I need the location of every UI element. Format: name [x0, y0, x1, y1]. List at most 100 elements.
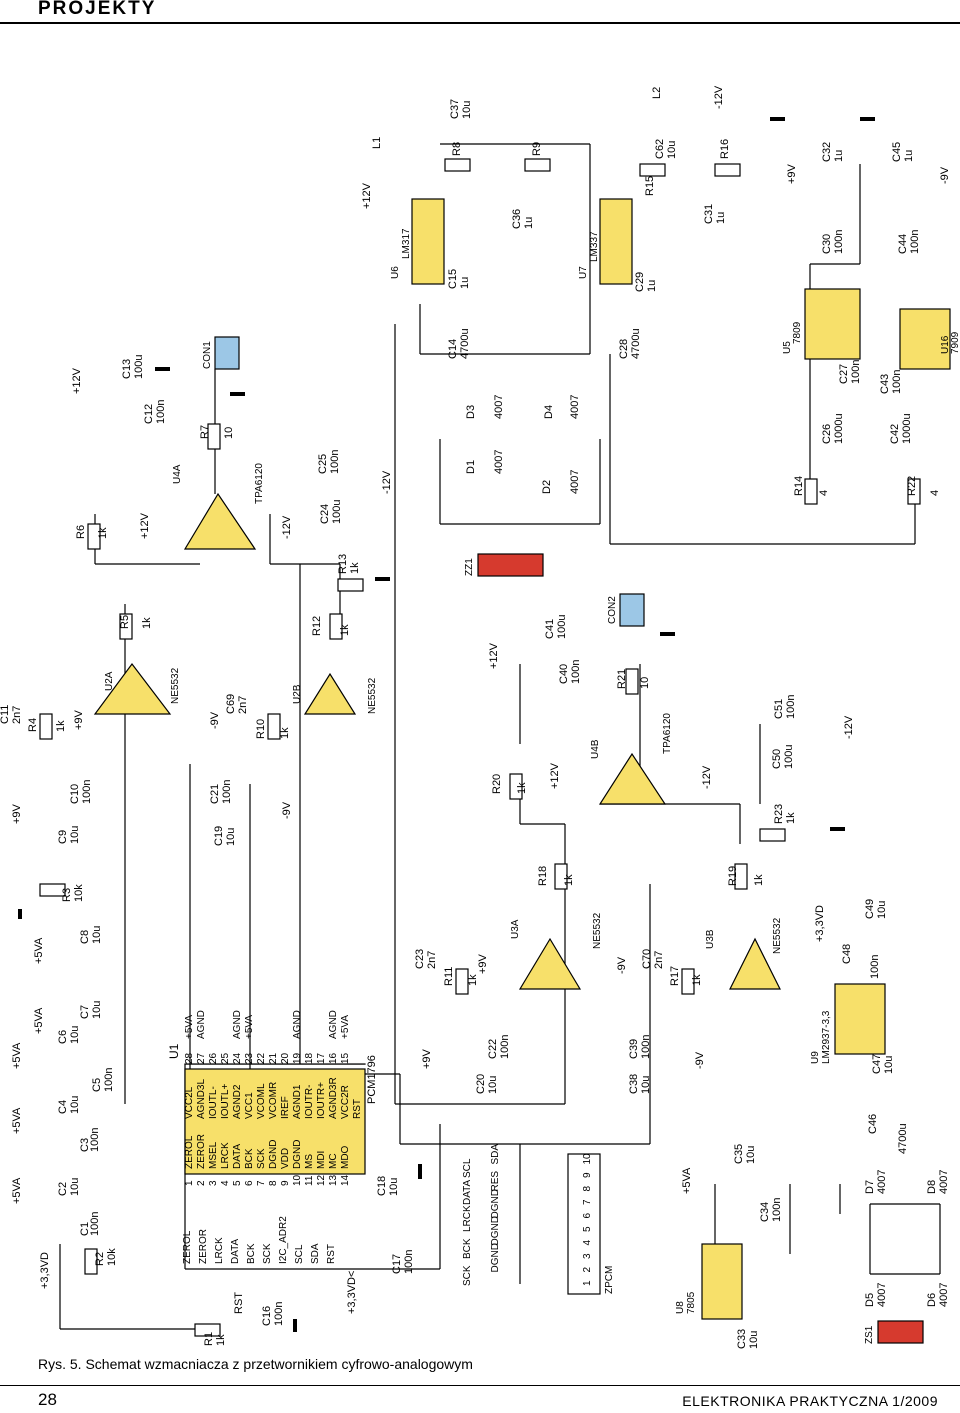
resistor-r9	[524, 158, 551, 172]
schematic-diagram: U1 PCM1796 U2A NE5532 U2B NE5532 U3A NE5…	[0, 85, 960, 1349]
label-c22: C22	[487, 1039, 499, 1059]
label-c32-value: 1u	[833, 150, 845, 162]
resistor-r4	[39, 713, 53, 740]
label-r23: R23	[773, 804, 785, 824]
bus-signal-label: SCL	[294, 1244, 305, 1264]
label-c45: C45	[891, 142, 903, 162]
u1-pin-number: 4	[220, 1180, 231, 1186]
u1-pin-number: 15	[340, 1052, 351, 1064]
label-c39: C39	[628, 1039, 640, 1059]
label-c5: C5	[91, 1078, 103, 1092]
label-c43-value: 100n	[891, 370, 903, 394]
u7-part: LM337	[589, 231, 600, 262]
label-c37-value: 10u	[461, 101, 473, 119]
label-p9-u2a: +9V	[73, 709, 85, 730]
resistor-r21	[625, 668, 639, 695]
zpcm-net-label: BCK	[462, 1238, 473, 1259]
label-c17: C17	[391, 1254, 403, 1274]
label-m9-u3a: -9V	[616, 956, 628, 974]
label-c25: C25	[317, 454, 329, 474]
u1-pin-number: 17	[316, 1052, 327, 1064]
label-c42: C42	[889, 424, 901, 444]
u9-ref: U9	[810, 1051, 821, 1064]
u1-pin-number: 6	[244, 1180, 255, 1186]
label-c20: C20	[475, 1074, 487, 1094]
bus-signal-label: SDA	[310, 1243, 321, 1264]
u1-pin-number: 23	[244, 1052, 255, 1064]
label-c12: C12	[143, 404, 155, 424]
u3a-part: NE5532	[592, 912, 603, 949]
label-c12-value: 100n	[155, 400, 167, 424]
label-c43: C43	[879, 374, 891, 394]
u1-pin-right-name: AGND3R	[328, 1077, 339, 1119]
zpcm-net-label: DGND	[490, 1243, 501, 1272]
label-r18-value: 1k	[563, 874, 575, 886]
label-c36: C36	[511, 209, 523, 229]
bus-signal-label: ZEROL	[182, 1230, 193, 1264]
label-r8: R8	[451, 142, 463, 156]
label-c31-value: 1u	[715, 212, 727, 224]
label-d4-value: 4007	[569, 395, 581, 419]
label-p12-c40: +12V	[488, 642, 500, 669]
label-c70-value: 2n7	[653, 951, 665, 969]
label-c21: C21	[209, 784, 221, 804]
opamp-u2a: U2A NE5532	[93, 662, 181, 715]
u1-pin-right-name: IOUTR-	[304, 1085, 315, 1119]
label-c51-value: 100n	[785, 695, 797, 719]
connector-zz1: ZZ1	[464, 553, 544, 577]
label-d1-value: 4007	[493, 450, 505, 474]
u1-pin-right-name: VCC2R	[340, 1085, 351, 1119]
label-c26-value: 1000u	[833, 413, 845, 444]
label-c26: C26	[821, 424, 833, 444]
label-c24-value: 100u	[331, 500, 343, 524]
u1-pin-number: 5	[232, 1180, 243, 1186]
u1-pin-left-name: MSEL	[208, 1141, 219, 1169]
u16-part: 7909	[950, 331, 960, 354]
label-rst: RST	[233, 1292, 245, 1314]
bus-signal-label: I2C_ADR2	[278, 1216, 289, 1264]
u1-pin-right-name: AGND3L	[196, 1079, 207, 1119]
resistor-r10	[267, 713, 281, 740]
opamp-u3b: U3B NE5532	[705, 917, 783, 990]
label-c21-value: 100n	[221, 780, 233, 804]
label-c45-value: 1u	[903, 150, 915, 162]
zpcm-ref: ZPCM	[604, 1266, 615, 1294]
label-d1: D1	[465, 460, 477, 474]
u1-pin-right-name: AGND1	[292, 1084, 303, 1119]
label-d2-value: 4007	[569, 470, 581, 494]
label-m12-c25: -12V	[381, 470, 393, 494]
u1-pin-left-name: MS	[304, 1154, 315, 1169]
label-r6: R6	[75, 525, 87, 539]
label-c13-value: 100u	[133, 355, 145, 379]
amp-u4a: U4A TPA6120	[172, 463, 265, 550]
label-c49: C49	[864, 899, 876, 919]
label-r22: R22	[906, 476, 918, 496]
label-c34-value: 100n	[771, 1198, 783, 1222]
label-p5va-u8: +5VA	[681, 1167, 693, 1194]
magazine-name: ELEKTRONIKA PRAKTYCZNA 1/2009	[682, 1393, 938, 1409]
label-p12-u6: +12V	[361, 182, 373, 209]
u1-pin-left-name: DATA	[232, 1143, 243, 1169]
label-p5va-4: +5VA	[33, 1007, 45, 1034]
label-p33-u9: +3,3VD	[814, 905, 826, 942]
u1-pin-left-name: MC	[328, 1153, 339, 1169]
opamp-u2b: U2B NE5532	[292, 672, 378, 715]
bus-signal-label: DATA	[230, 1238, 241, 1264]
label-d3-value: 4007	[493, 395, 505, 419]
u1-pin-net: +5VA	[184, 1015, 195, 1039]
u1-pin-right-name: RST	[352, 1099, 363, 1119]
label-m12-l2: -12V	[713, 85, 725, 109]
resistor-r14	[804, 478, 818, 505]
u1-ref: U1	[167, 1043, 181, 1059]
page-header: PROJEKTY	[0, 0, 960, 24]
u1-pin-number: 9	[280, 1180, 291, 1186]
label-c40-value: 100n	[570, 660, 582, 684]
label-c29-value: 1u	[646, 280, 658, 292]
u1-pin-number: 12	[316, 1174, 327, 1186]
label-r7: R7	[199, 425, 211, 439]
label-c42-value: 1000u	[901, 413, 913, 444]
label-p12-u4a: +12V	[139, 512, 151, 539]
caption-text: Schemat wzmacniacza z przetwornikiem cyf…	[85, 1356, 473, 1372]
u1-body	[184, 1068, 366, 1175]
